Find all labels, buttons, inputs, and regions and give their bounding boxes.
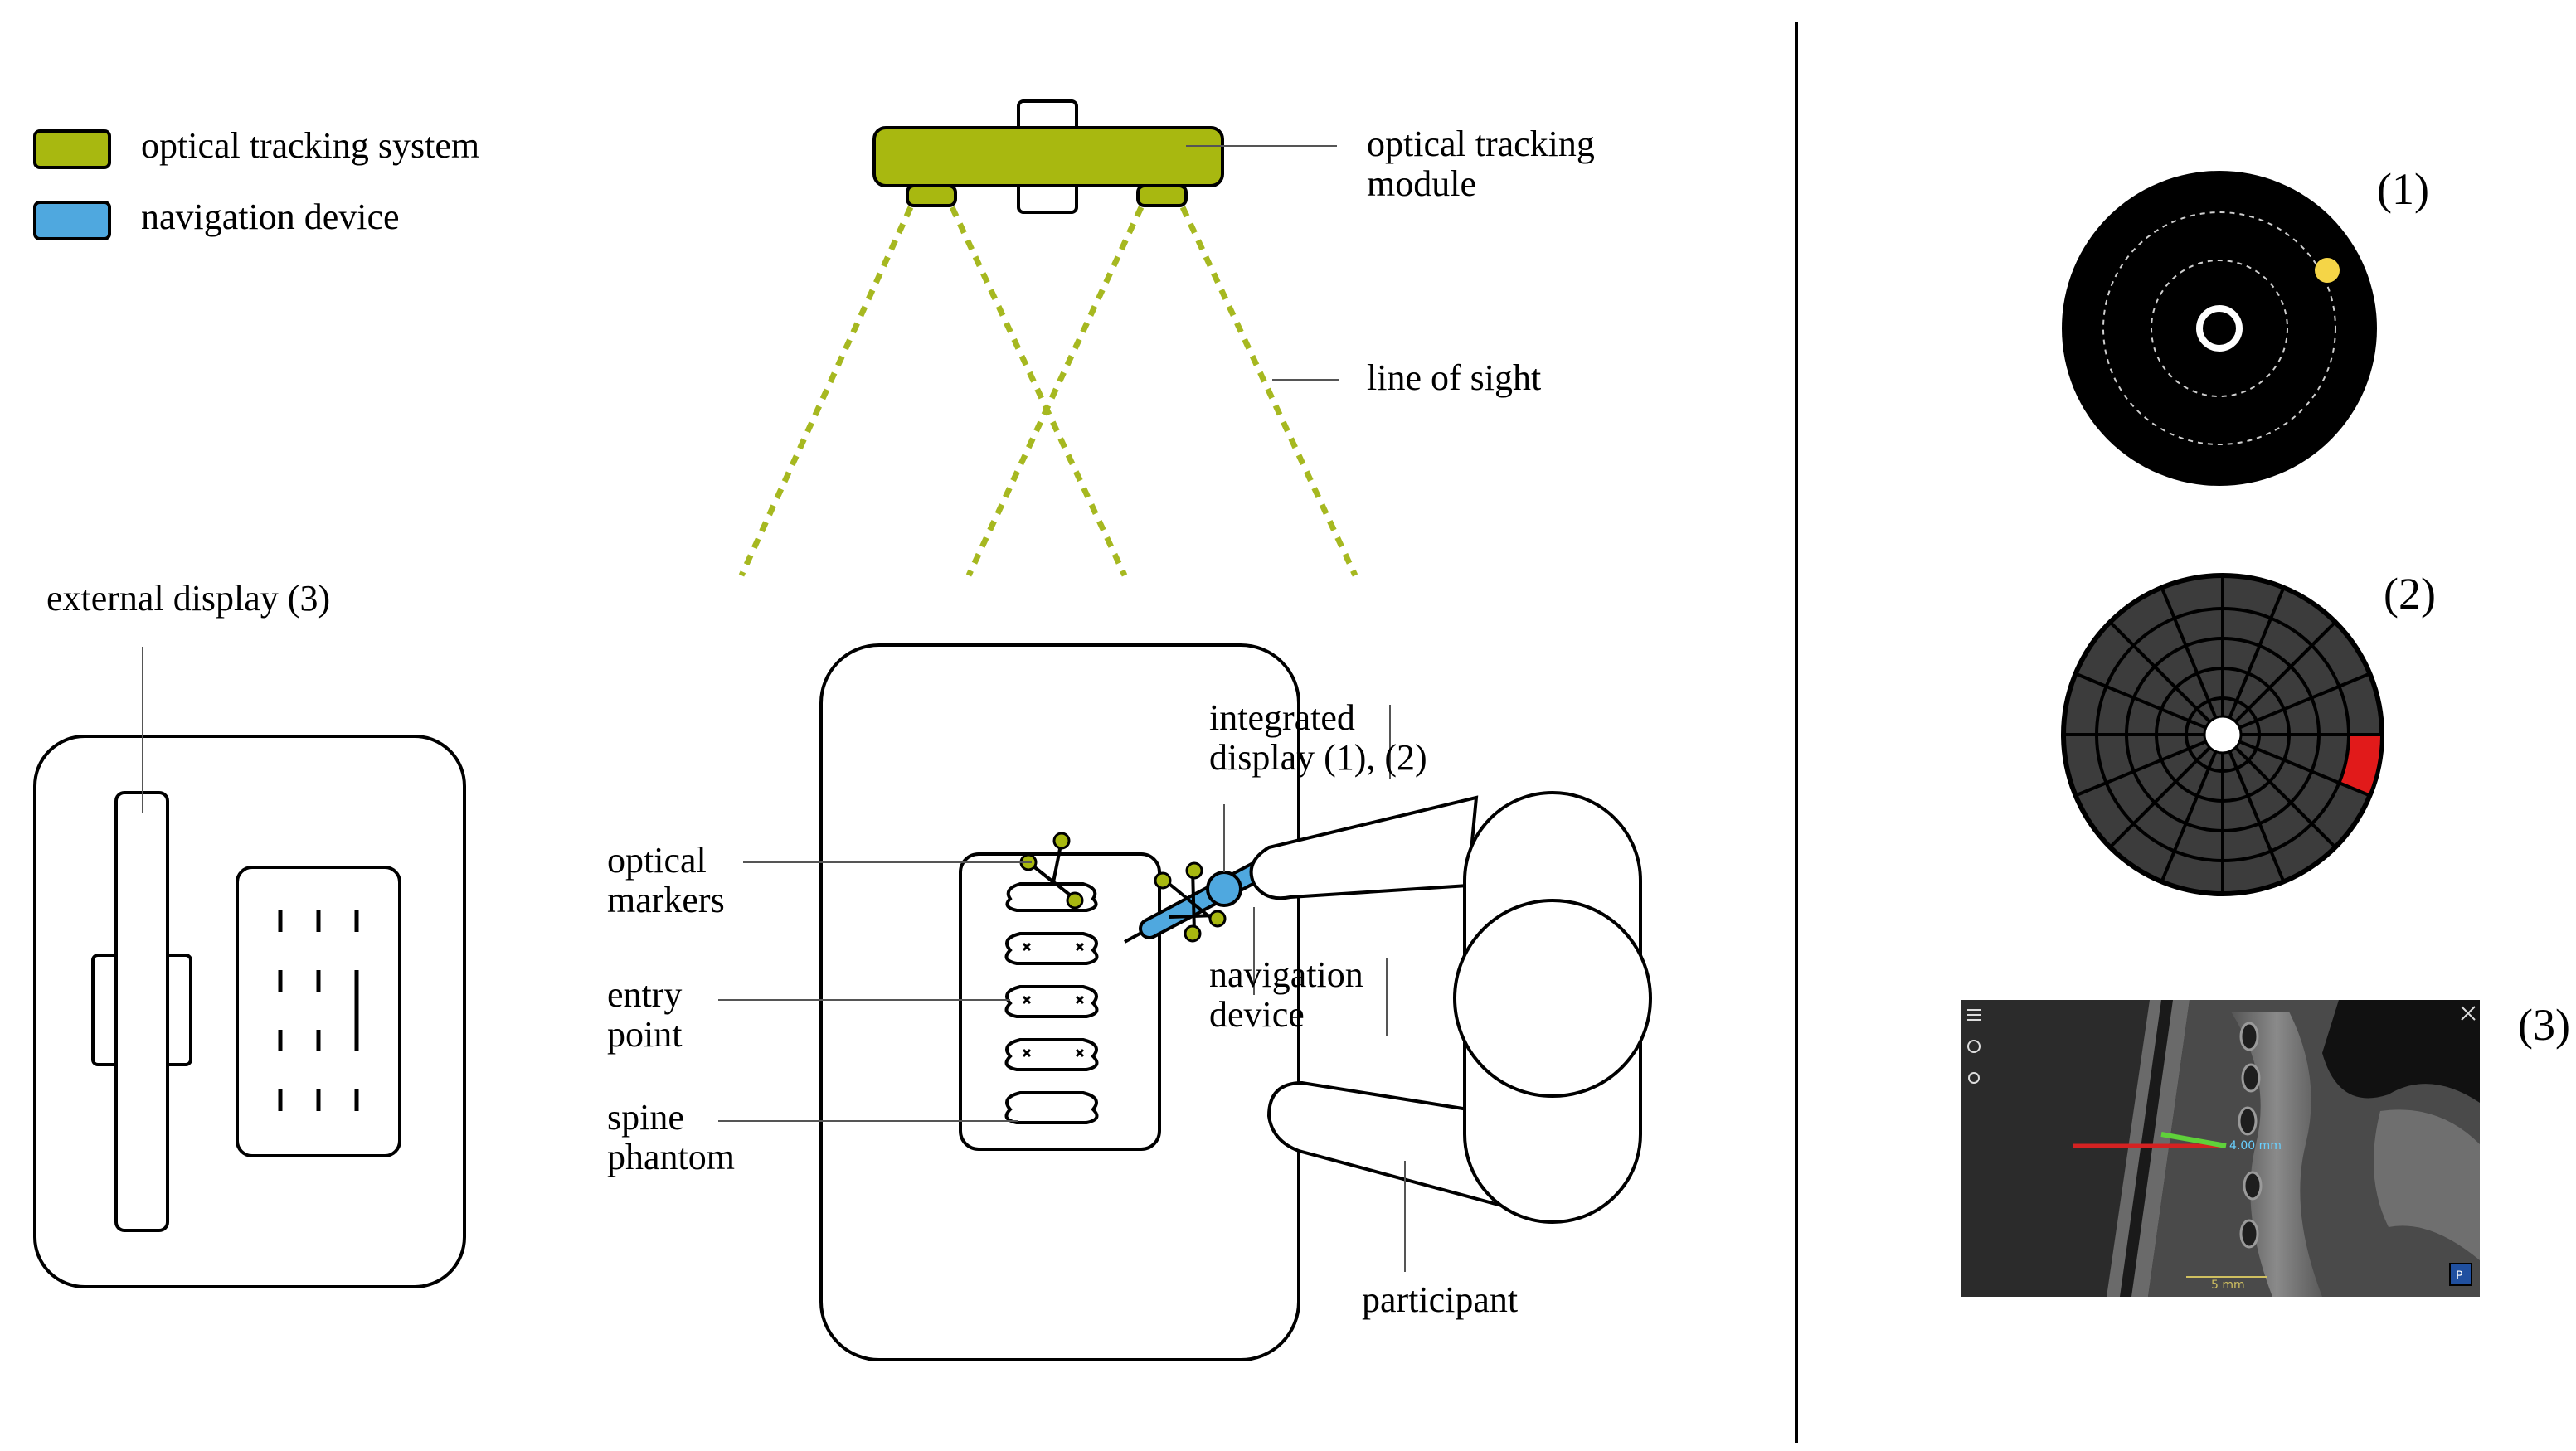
participant-arm-upper [1249, 795, 1479, 900]
label-external-display: external display (3) [46, 578, 330, 619]
participant-head [1453, 899, 1652, 1098]
sector-spoke [2228, 750, 2286, 883]
panel-1-label: (1) [2377, 164, 2429, 214]
panel-2-label: (2) [2384, 569, 2436, 619]
label-optical-markers-2: markers [607, 880, 725, 920]
label-spine-phantom-1: spine [607, 1097, 684, 1138]
external-display: external display (3) [33, 578, 466, 1288]
panel-2-grid [2062, 574, 2384, 895]
panel-2-center [2203, 715, 2243, 755]
sector-spoke [2074, 740, 2207, 798]
participant [1249, 791, 1652, 1224]
sector-spoke [2238, 672, 2371, 730]
center-setup: integrated display (1), (2) optical mark… [607, 643, 1652, 1361]
tracking-camera-right [1136, 184, 1188, 207]
external-display-screen [114, 791, 169, 1232]
entry-point-marks [1022, 942, 1085, 1058]
panel-2-active-sector [2339, 735, 2382, 796]
external-display-keyboard [236, 866, 401, 1157]
participant-arm-lower [1266, 1080, 1511, 1210]
trajectory-green [2160, 1132, 2227, 1148]
tracking-camera-left [906, 184, 957, 207]
gear-icon[interactable] [1967, 1040, 1981, 1053]
panel-1-center-ring [2196, 305, 2243, 352]
sector-spoke [2234, 746, 2337, 849]
label-entry-point-2: point [607, 1014, 682, 1055]
label-integrated-display-1: integrated [1209, 697, 1355, 738]
label-integrated-display-2: display (1), (2) [1209, 737, 1427, 778]
label-optical-tracking-module-2: module [1367, 163, 1476, 204]
legend-label-navigation: navigation device [141, 197, 400, 237]
screen-toolbar-icons [1967, 1006, 2476, 1084]
legend-label-tracking: optical tracking system [141, 125, 479, 166]
sector-spoke [2074, 672, 2207, 730]
label-entry-point-1: entry [607, 974, 682, 1015]
label-optical-markers-1: optical [607, 840, 707, 881]
menu-icon[interactable] [1967, 1009, 1981, 1021]
legend-swatch-tracking [33, 129, 111, 169]
panel-1-target-display: (1) [2062, 164, 2429, 486]
sector-spoke [2160, 750, 2218, 883]
optical-tracking-module [872, 99, 1224, 214]
panel-3-label: (3) [2518, 1000, 2570, 1050]
label-optical-tracking-module-1: optical tracking [1367, 124, 1595, 164]
panel-3-ct-screen: 4.00 mm 5 mm P (3) [1961, 1000, 2570, 1297]
line-of-sight-rays [738, 206, 1358, 577]
sector-spoke [2238, 740, 2371, 798]
close-icon[interactable] [2461, 1006, 2476, 1021]
brightness-icon[interactable] [1968, 1072, 1980, 1084]
sector-spoke [2234, 620, 2337, 723]
sector-spoke [2108, 746, 2211, 849]
sector-spoke [2228, 586, 2286, 719]
screen-badge-letter: P [2456, 1269, 2462, 1283]
tracking-module-bar [872, 126, 1224, 187]
screen-measurement: 4.00 mm [2229, 1139, 2282, 1153]
panel-2-sector-display: (2) [2061, 569, 2436, 896]
legend-swatch-navigation [33, 201, 111, 240]
legend: optical tracking system navigation devic… [33, 125, 479, 240]
screen-badge[interactable] [2449, 1263, 2472, 1286]
integrated-display-hub [1206, 871, 1242, 907]
sector-spoke [2108, 620, 2211, 723]
keyboard-keys [278, 910, 359, 1111]
scale-label: 5 mm [2211, 1279, 2245, 1292]
sector-spoke [2160, 586, 2218, 719]
label-navigation-device-2: device [1209, 994, 1305, 1035]
label-participant: participant [1362, 1279, 1518, 1320]
label-line-of-sight: line of sight [1367, 357, 1541, 398]
phantom-optical-markers [1019, 832, 1084, 910]
label-spine-phantom-2: phantom [607, 1137, 735, 1177]
panel-1-target-dot [2315, 258, 2340, 283]
label-navigation-device-1: navigation [1209, 954, 1363, 995]
